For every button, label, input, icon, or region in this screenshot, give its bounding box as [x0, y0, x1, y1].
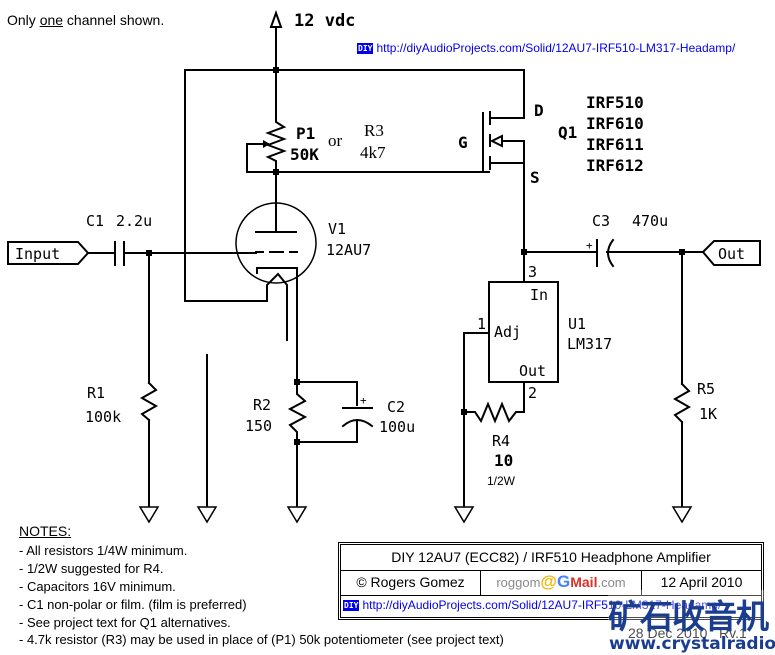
- c2-value: 100u: [379, 418, 415, 436]
- note-item: - Capacitors 16V minimum.: [19, 579, 176, 594]
- output-connector: [701, 240, 761, 266]
- gmail-logo-icon: G: [557, 572, 571, 591]
- q1-pin-g: G: [458, 133, 468, 152]
- u1-pin-out: Out: [519, 362, 546, 380]
- r2-value: 150: [245, 417, 272, 435]
- c3-polarity: +: [586, 239, 593, 252]
- r1-value: 100k: [85, 408, 121, 426]
- u1-pin-num-in: 3: [528, 263, 537, 281]
- diy-badge-icon: DIY: [343, 600, 360, 611]
- diy-badge-icon: DIY: [357, 43, 374, 54]
- r5-value: 1K: [699, 405, 717, 423]
- c3-value: 470u: [632, 212, 668, 230]
- title-block-title: DIY 12AU7 (ECC82) / IRF510 Headphone Amp…: [341, 545, 761, 571]
- email-user: roggom: [496, 575, 541, 590]
- u1-adj-wire: [463, 332, 490, 507]
- junction-dot: [273, 67, 279, 73]
- gmail-logo-rest: Mail: [570, 574, 598, 590]
- p1-ref: P1: [296, 124, 315, 143]
- note-item: - C1 non-polar or film. (film is preferr…: [19, 597, 247, 612]
- r3-ref: R3: [364, 121, 384, 140]
- notes-title: NOTES:: [19, 523, 72, 539]
- v1-ref: V1: [328, 220, 346, 238]
- r4-ref: R4: [492, 432, 510, 450]
- c2-wire-top: [296, 381, 358, 406]
- u1-pin-num-out: 2: [528, 384, 537, 402]
- c1-capacitor-icon: [114, 241, 125, 266]
- note-item: - 4.7k resistor (R3) may be used in plac…: [19, 632, 504, 647]
- q1-mosfet-icon: [482, 111, 525, 253]
- r2-ref: R2: [253, 396, 271, 414]
- r4-value: 10: [494, 451, 513, 470]
- p1-value: 50K: [290, 145, 319, 164]
- v1-tube-icon: [235, 202, 317, 306]
- supply-label: 12 vdc: [294, 11, 355, 31]
- u1-pin-num-adj: 1: [477, 315, 486, 333]
- p1-potentiometer: [246, 117, 287, 173]
- revision: 28 Dec 2010 Rv.1: [628, 625, 747, 641]
- q1-alt-4: IRF612: [586, 156, 644, 175]
- ground-icon: [196, 506, 218, 524]
- r4-rating: 1/2W: [487, 474, 516, 488]
- r5-resistor-icon: [672, 382, 692, 424]
- c2-wire-bottom: [296, 420, 358, 443]
- r2-resistor-icon: [287, 381, 308, 443]
- email-tld: .com: [597, 575, 626, 590]
- supply-12v-symbol: [269, 10, 283, 119]
- v1-value: 12AU7: [326, 241, 371, 259]
- channel-note-pre: Only: [7, 12, 40, 28]
- title-block: DIY 12AU7 (ECC82) / IRF510 Headphone Amp…: [338, 542, 764, 620]
- r5-ref: R5: [697, 380, 715, 398]
- c1-ref: C1: [86, 212, 104, 230]
- u1-pin-in: In: [530, 286, 548, 304]
- c2-polarity: +: [360, 394, 367, 407]
- u1-ref: U1: [568, 315, 586, 333]
- c2-capacitor-icon: +: [341, 394, 374, 428]
- watermark-url: www.crystalradio.cn: [609, 634, 775, 654]
- ground-icon: [286, 506, 308, 524]
- channel-note-post: channel shown.: [63, 12, 165, 28]
- channel-note: Only one channel shown.: [7, 12, 164, 28]
- watermark-chinese: 矿石收音机: [608, 590, 769, 638]
- design-date: 12 April 2010: [660, 574, 743, 590]
- ground-icon: [138, 506, 160, 524]
- c1-value: 2.2u: [116, 212, 152, 230]
- title-block-info-row: © Rogers Gomez roggom@GMail.com 12 April…: [341, 570, 761, 596]
- ground-icon: [671, 506, 693, 524]
- r4-resistor-icon: [463, 401, 525, 424]
- project-url[interactable]: http://diyAudioProjects.com/Solid/12AU7-…: [376, 41, 736, 55]
- output-label: Out: [718, 245, 745, 263]
- r1-ref: R1: [87, 384, 105, 402]
- u1-value: LM317: [567, 335, 612, 353]
- u1-pin-adj: Adj: [494, 323, 521, 341]
- note-item: - See project text for Q1 alternatives.: [19, 615, 231, 630]
- author-email[interactable]: roggom@GMail.com: [481, 570, 642, 595]
- channel-note-emphasis: one: [39, 12, 64, 28]
- email-at: @: [540, 572, 557, 591]
- ground-icon: [453, 506, 475, 524]
- input-label: Input: [15, 245, 60, 263]
- r3-value: 4k7: [360, 143, 386, 162]
- c3-ref: C3: [592, 212, 610, 230]
- note-item: - All resistors 1/4W minimum.: [19, 543, 188, 558]
- c2-ref: C2: [387, 398, 405, 416]
- note-item: - 1/2W suggested for R4.: [19, 561, 164, 576]
- q1-ref: Q1: [558, 123, 577, 142]
- q1-alt-3: IRF611: [586, 135, 644, 154]
- author: © Rogers Gomez: [341, 570, 481, 595]
- q1-pin-d: D: [534, 101, 544, 120]
- q1-alt-1: IRF510: [586, 93, 644, 112]
- q1-pin-s: S: [530, 168, 540, 187]
- project-url[interactable]: http://diyAudioProjects.com/Solid/12AU7-…: [362, 598, 722, 612]
- q1-alt-2: IRF610: [586, 114, 644, 133]
- p1-or: or: [328, 131, 343, 150]
- r1-resistor-icon: [139, 381, 159, 422]
- input-connector: [7, 241, 90, 265]
